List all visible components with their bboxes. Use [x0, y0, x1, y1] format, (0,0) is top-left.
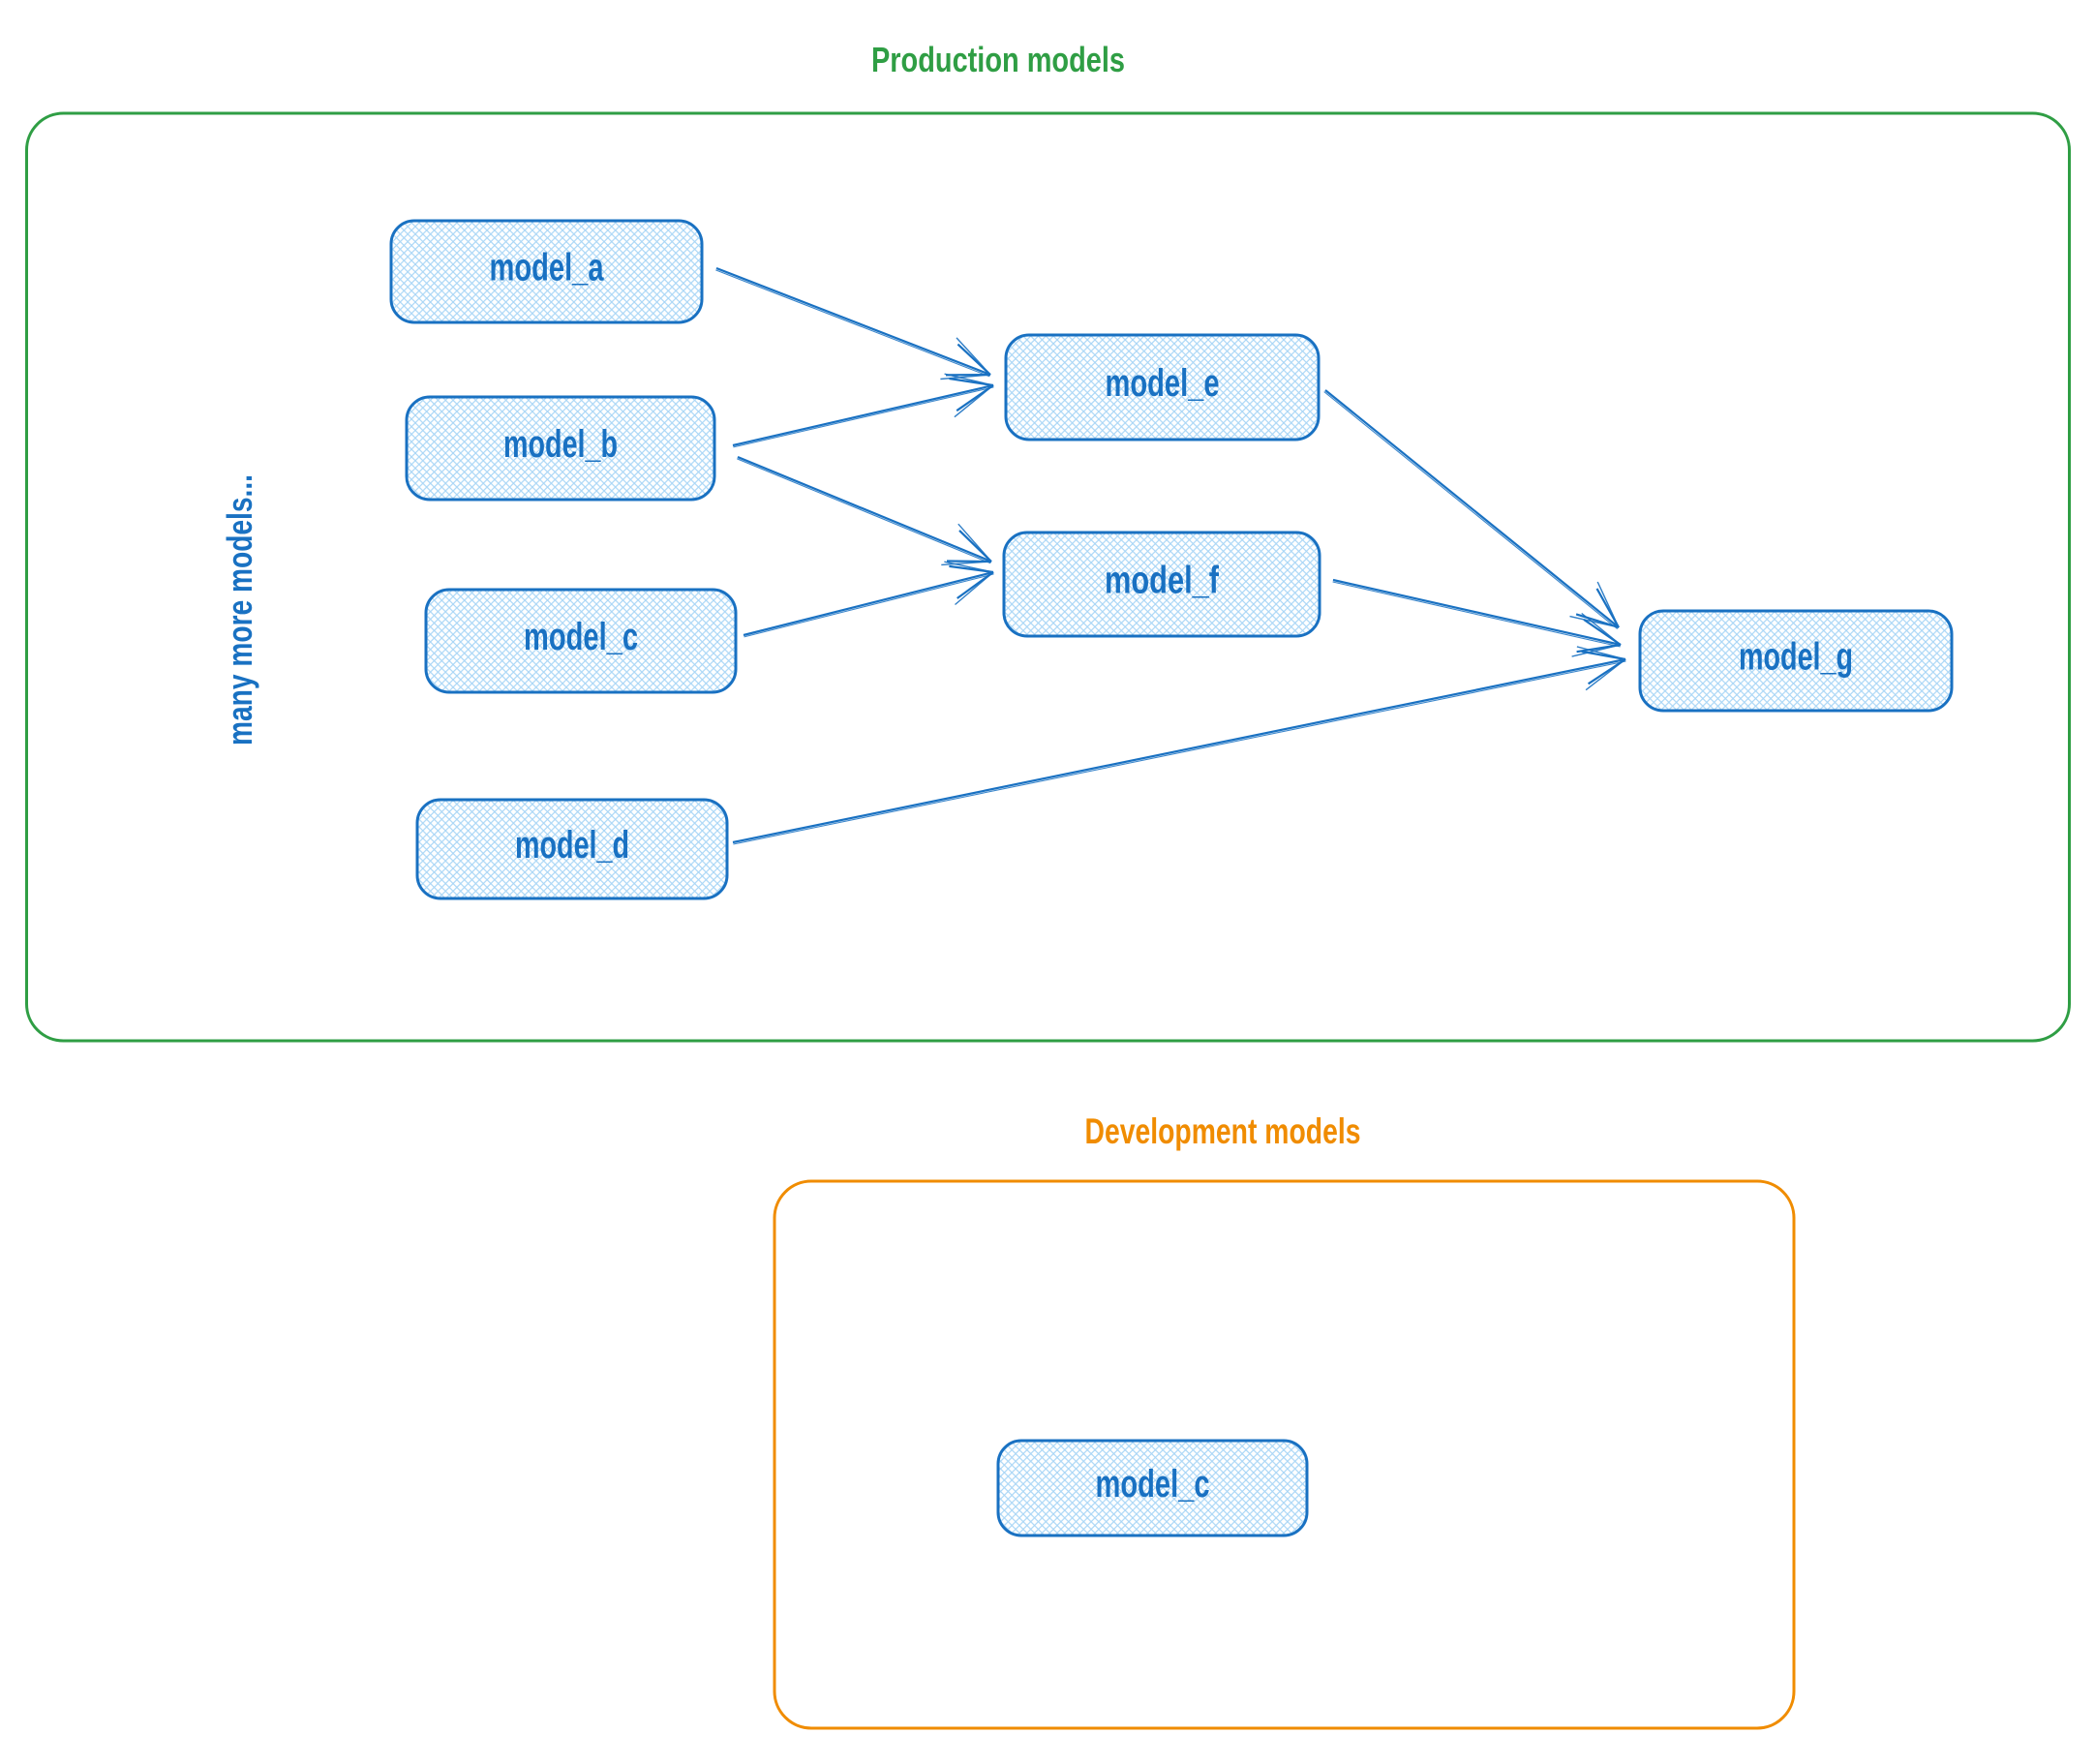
svg-text:model_a: model_a — [490, 247, 605, 289]
svg-text:model_f: model_f — [1105, 560, 1220, 602]
svg-text:model_b: model_b — [503, 423, 618, 466]
svg-text:Production models: Production models — [871, 40, 1125, 79]
svg-text:Development models: Development models — [1085, 1111, 1361, 1151]
svg-text:model_d: model_d — [515, 824, 629, 867]
svg-text:model_g: model_g — [1739, 636, 1853, 679]
svg-text:many more models...: many more models... — [220, 474, 259, 745]
svg-text:model_c: model_c — [1096, 1463, 1210, 1505]
svg-text:model_c: model_c — [524, 616, 638, 658]
svg-text:model_e: model_e — [1106, 362, 1220, 405]
